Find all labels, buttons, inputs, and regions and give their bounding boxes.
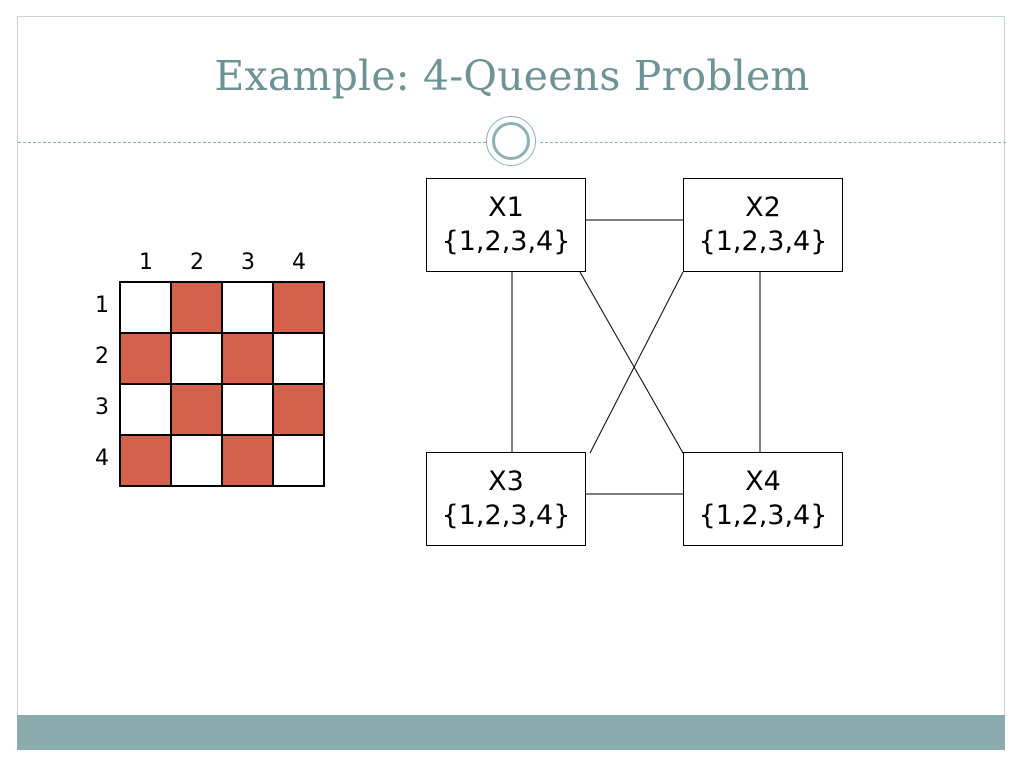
board-row-label: 1 <box>95 293 109 318</box>
board-cell-light <box>222 384 273 435</box>
edge-x1-x4 <box>579 271 684 454</box>
node-name: X3 <box>488 466 524 497</box>
variable-node-x1: X1 {1,2,3,4} <box>426 178 586 272</box>
board-column-label: 2 <box>190 250 204 275</box>
board-cell-light <box>171 333 222 384</box>
board-row-label: 4 <box>95 446 109 471</box>
board-cell-dark <box>273 282 324 333</box>
board-column-label: 3 <box>241 250 255 275</box>
node-name: X2 <box>745 192 781 223</box>
footer-bar <box>17 715 1005 750</box>
chess-board <box>119 281 325 487</box>
board-cell-dark <box>120 435 171 486</box>
board-cell-dark <box>171 282 222 333</box>
board-cell-light <box>120 384 171 435</box>
title-divider-right <box>540 142 1006 143</box>
node-name: X4 <box>745 466 781 497</box>
board-cell-dark <box>222 333 273 384</box>
board-cell-dark <box>273 384 324 435</box>
board-cell-light <box>171 435 222 486</box>
board-cell-light <box>273 333 324 384</box>
board-cell-dark <box>120 333 171 384</box>
variable-node-x2: X2 {1,2,3,4} <box>683 178 843 272</box>
board-cell-dark <box>171 384 222 435</box>
board-cell-light <box>222 282 273 333</box>
board-cell-light <box>120 282 171 333</box>
board-cell-light <box>273 435 324 486</box>
edge-x2-x3 <box>589 271 684 454</box>
title-divider-left <box>18 142 486 143</box>
board-column-label: 4 <box>292 250 306 275</box>
variable-node-x4: X4 {1,2,3,4} <box>683 452 843 546</box>
node-domain: {1,2,3,4} <box>698 226 828 257</box>
board-row-label: 3 <box>95 395 109 420</box>
divider-ring-ornament <box>486 116 536 166</box>
slide-title: Example: 4-Queens Problem <box>214 52 810 100</box>
node-name: X1 <box>488 192 524 223</box>
variable-node-x3: X3 {1,2,3,4} <box>426 452 586 546</box>
node-domain: {1,2,3,4} <box>441 226 571 257</box>
board-cell-dark <box>222 435 273 486</box>
node-domain: {1,2,3,4} <box>441 500 571 531</box>
board-row-label: 2 <box>95 344 109 369</box>
node-domain: {1,2,3,4} <box>698 500 828 531</box>
board-column-label: 1 <box>139 250 153 275</box>
